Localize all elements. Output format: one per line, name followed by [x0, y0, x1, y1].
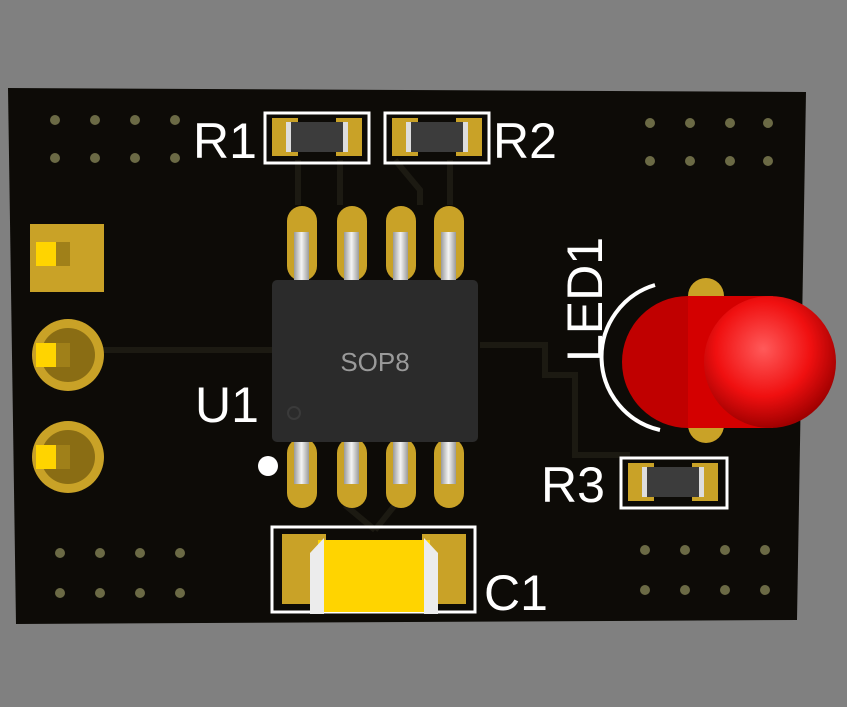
label-u1: U1: [195, 377, 259, 433]
u1-top-pins: [287, 206, 464, 281]
label-led1: LED1: [557, 237, 613, 362]
label-c1: C1: [484, 565, 548, 621]
via-grid-top-right: [645, 118, 773, 166]
header-pin-3: [32, 421, 104, 493]
resistor-r3: [619, 456, 729, 510]
u1-bottom-pins: [287, 438, 464, 508]
capacitor-c1: [270, 525, 477, 614]
led-led1: [599, 278, 836, 443]
label-r2: R2: [493, 113, 557, 169]
label-r3: R3: [541, 457, 605, 513]
chip-label: SOP8: [340, 347, 409, 377]
resistor-r1: [263, 111, 371, 165]
via-grid-bottom-left: [55, 548, 185, 598]
pin1-marker-dot: [258, 456, 278, 476]
copper-traces: [70, 158, 630, 533]
header-pin-1: [30, 224, 104, 292]
ic-u1: SOP8: [272, 280, 478, 442]
label-r1: R1: [193, 113, 257, 169]
header-pin-2: [32, 319, 104, 391]
via-grid-bottom-right: [640, 545, 770, 595]
via-grid-top-left: [50, 115, 180, 163]
resistor-r2: [383, 111, 491, 165]
